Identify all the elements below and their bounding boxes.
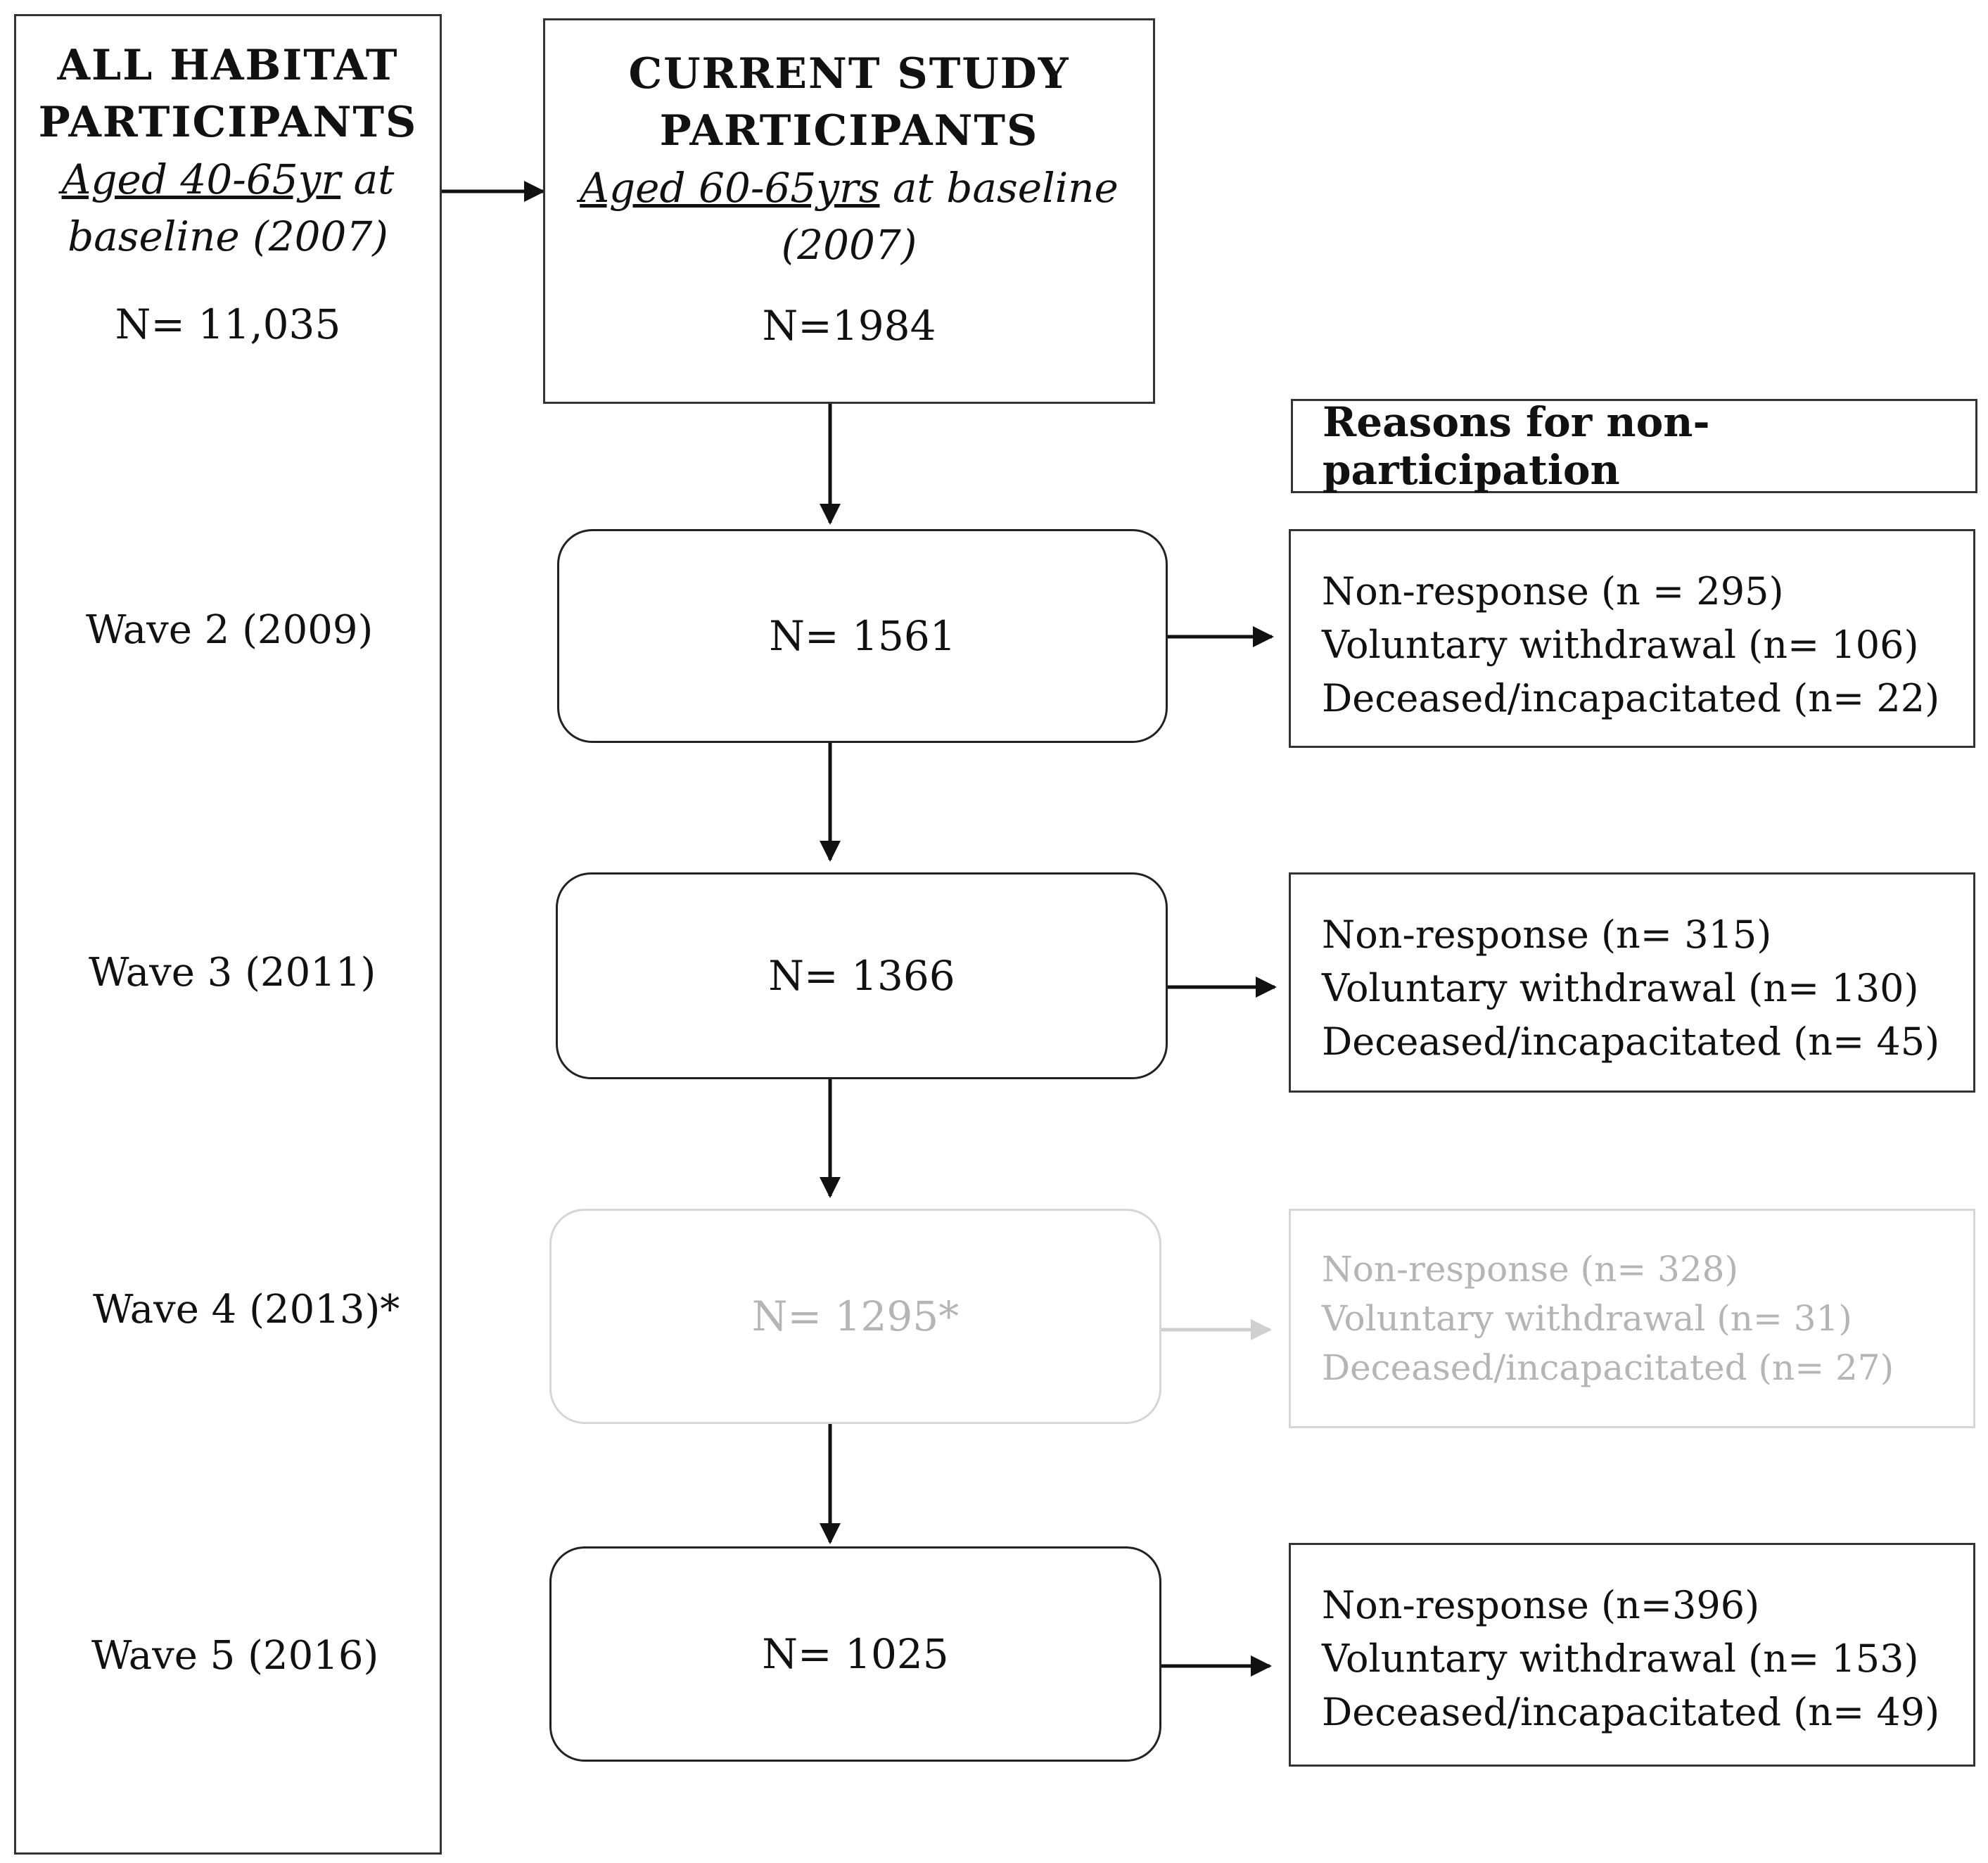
all-participants-count: N= 11,035 — [115, 300, 341, 349]
all-participants-age-range: Aged 40-65yr — [61, 155, 341, 203]
current-study-box: CURRENT STUDY PARTICIPANTS Aged 60-65yrs… — [543, 18, 1155, 404]
current-study-title-2: PARTICIPANTS — [659, 106, 1039, 155]
current-study-age-line: Aged 60-65yrs at baseline — [580, 160, 1119, 217]
wave-3-count: N= 1366 — [768, 952, 955, 1000]
wave-2-count-box: N= 1561 — [557, 529, 1168, 743]
wave-5-count-box: N= 1025 — [549, 1546, 1161, 1762]
wave-2-count: N= 1561 — [769, 612, 956, 660]
current-study-count: N=1984 — [762, 302, 936, 350]
wave-4-count-box: N= 1295* — [549, 1209, 1161, 1424]
wave-3-reasons-box: Non-response (n= 315) Voluntary withdraw… — [1289, 872, 1975, 1093]
wave-3-count-box: N= 1366 — [556, 872, 1168, 1079]
all-participants-panel: ALL HABITAT PARTICIPANTS Aged 40-65yr at… — [14, 14, 442, 1855]
wave-4-reasons-box: Non-response (n= 328) Voluntary withdraw… — [1289, 1209, 1975, 1428]
wave-2-reason-deceased: Deceased/incapacitated (n= 22) — [1322, 676, 1940, 720]
current-study-age-suffix: at baseline — [879, 164, 1119, 212]
wave-5-reasons-box: Non-response (n=396) Voluntary withdrawa… — [1289, 1543, 1975, 1767]
current-study-age-range: Aged 60-65yrs — [580, 164, 880, 212]
wave-3-reason-withdrawal: Voluntary withdrawal (n= 130) — [1322, 966, 1919, 1010]
reasons-header: Reasons for non- participation — [1323, 398, 1710, 494]
wave-2-label: Wave 2 (2009) — [86, 607, 374, 653]
wave-3-label: Wave 3 (2011) — [89, 950, 376, 996]
wave-5-label: Wave 5 (2016) — [91, 1633, 379, 1679]
wave-5-reason-nonresponse: Non-response (n=396) — [1322, 1583, 1760, 1627]
wave-4-reason-deceased: Deceased/incapacitated (n= 27) — [1322, 1347, 1894, 1388]
wave-4-label: Wave 4 (2013)* — [93, 1287, 400, 1333]
wave-5-reason-withdrawal: Voluntary withdrawal (n= 153) — [1322, 1636, 1919, 1681]
wave-5-reason-deceased: Deceased/incapacitated (n= 49) — [1322, 1690, 1940, 1734]
wave-4-count: N= 1295* — [751, 1292, 960, 1340]
all-participants-title-1: ALL HABITAT — [57, 41, 399, 90]
wave-2-reason-withdrawal: Voluntary withdrawal (n= 106) — [1322, 623, 1919, 667]
wave-5-count: N= 1025 — [762, 1630, 949, 1678]
wave-2-reason-nonresponse: Non-response (n = 295) — [1322, 569, 1784, 613]
reasons-header-box: Reasons for non- participation — [1291, 398, 1977, 494]
wave-2-reasons-box: Non-response (n = 295) Voluntary withdra… — [1289, 529, 1975, 748]
all-participants-title-2: PARTICIPANTS — [38, 98, 418, 147]
wave-3-reason-deceased: Deceased/incapacitated (n= 45) — [1322, 1019, 1940, 1064]
current-study-title-1: CURRENT STUDY — [628, 49, 1070, 98]
wave-3-reason-nonresponse: Non-response (n= 315) — [1322, 913, 1772, 957]
wave-4-reason-nonresponse: Non-response (n= 328) — [1322, 1249, 1738, 1290]
all-participants-age-suffix: at — [340, 155, 395, 203]
current-study-year: (2007) — [781, 221, 917, 269]
all-participants-age-line: Aged 40-65yr at — [62, 151, 395, 208]
wave-4-reason-withdrawal: Voluntary withdrawal (n= 31) — [1322, 1298, 1852, 1339]
all-participants-baseline: baseline (2007) — [68, 212, 388, 261]
